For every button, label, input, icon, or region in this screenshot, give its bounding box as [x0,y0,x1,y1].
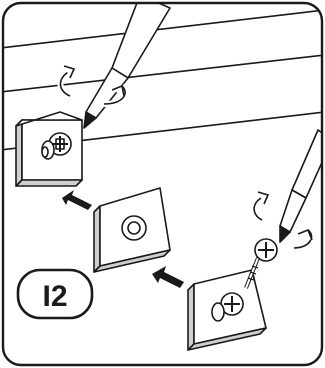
corner-bracket-icon [16,112,82,186]
corner-bracket-icon [188,270,266,350]
insert-arrow-icon [62,190,92,210]
screwdriver-icon [280,130,325,242]
insert-arrow-icon [152,266,184,288]
screw-icon [246,239,277,288]
step-badge: I2 [18,270,92,318]
screwdriver-icon [84,0,170,128]
corner-bracket-icon [94,188,170,272]
step-number: I2 [42,280,67,313]
